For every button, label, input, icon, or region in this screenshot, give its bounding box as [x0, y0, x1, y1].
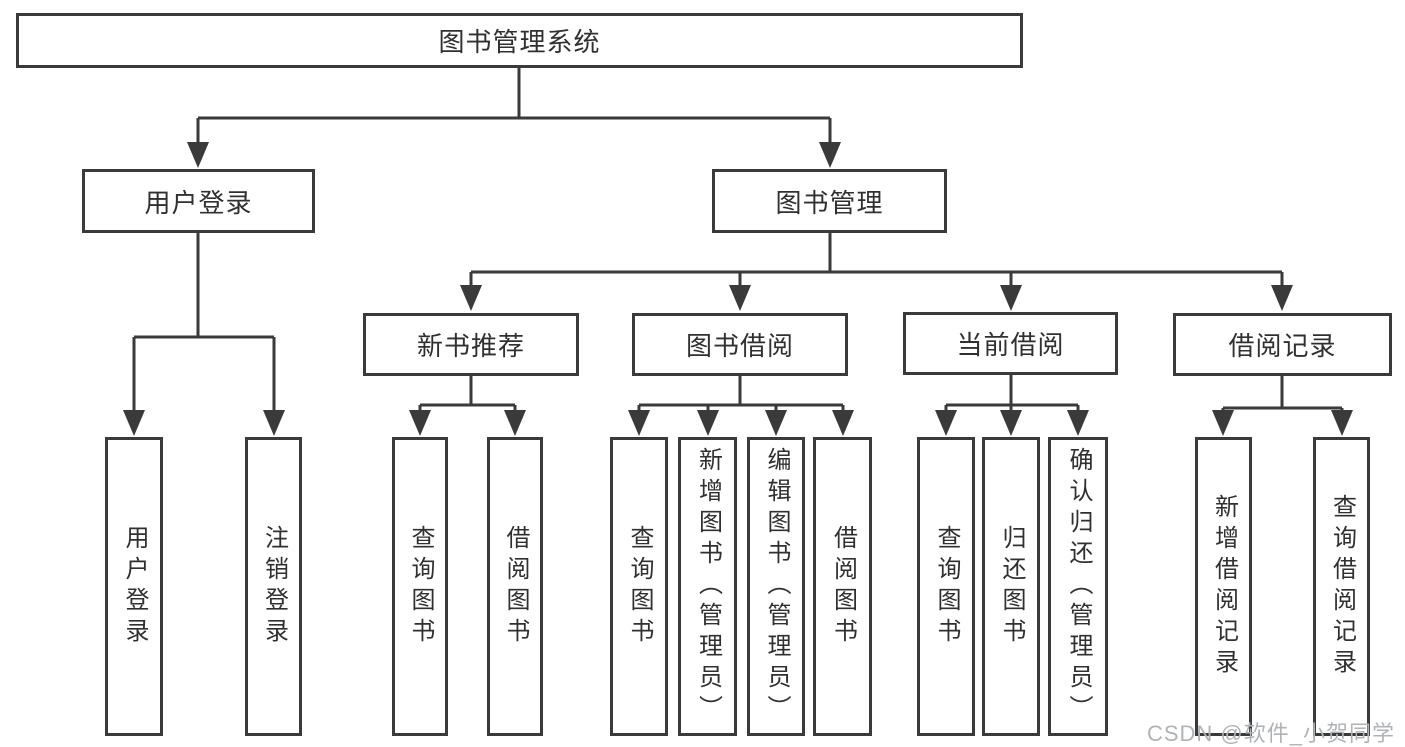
leaf-query-books-borrowing-label: 查询图书 — [626, 524, 653, 649]
leaf-query-borrow-record: 查询借阅记录 — [1313, 437, 1370, 736]
leaf-logout: 注销登录 — [245, 437, 302, 736]
node-current-borrowing: 当前借阅 — [903, 312, 1118, 375]
leaf-return-books: 归还图书 — [982, 437, 1040, 736]
leaf-return-books-label: 归还图书 — [998, 524, 1025, 649]
leaf-query-books-recommend-label: 查询图书 — [407, 524, 434, 649]
leaf-confirm-return-admin-label: 确认归还（管理员） — [1065, 447, 1092, 726]
node-borrowing-records-label: 借阅记录 — [1228, 331, 1337, 361]
leaf-query-books-current-label: 查询图书 — [933, 524, 960, 649]
leaf-add-books-admin-label: 新增图书（管理员） — [694, 447, 722, 726]
node-new-book-recommend: 新书推荐 — [363, 313, 579, 376]
node-library-system-label: 图书管理系统 — [438, 27, 601, 57]
leaf-borrow-books-recommend: 借阅图书 — [487, 437, 543, 736]
leaf-borrow-books-recommend-label: 借阅图书 — [502, 524, 529, 649]
csdn-watermark: CSDN @软件_小贺同学 — [1146, 721, 1395, 746]
leaf-edit-books-admin: 编辑图书（管理员） — [747, 437, 805, 736]
node-book-management-label: 图书管理 — [775, 187, 884, 218]
leaf-query-borrow-record-label: 查询借阅记录 — [1328, 493, 1356, 680]
leaf-borrow-books-borrowing: 借阅图书 — [813, 437, 872, 736]
leaf-borrow-books-borrowing-label: 借阅图书 — [829, 524, 857, 649]
leaf-add-borrow-record: 新增借阅记录 — [1195, 437, 1252, 736]
node-user-login-label: 用户登录 — [144, 187, 253, 218]
node-book-management: 图书管理 — [712, 169, 947, 233]
node-borrowing-records: 借阅记录 — [1173, 313, 1392, 376]
node-current-borrowing-label: 当前借阅 — [956, 330, 1065, 360]
node-user-login: 用户登录 — [82, 169, 315, 233]
leaf-query-books-borrowing: 查询图书 — [610, 437, 668, 736]
node-book-borrowing-label: 图书借阅 — [685, 331, 794, 361]
node-book-borrowing: 图书借阅 — [632, 313, 848, 376]
leaf-logout-label: 注销登录 — [260, 524, 288, 649]
leaf-edit-books-admin-label: 编辑图书（管理员） — [763, 447, 790, 726]
leaf-query-books-recommend: 查询图书 — [392, 437, 448, 736]
leaf-add-borrow-record-label: 新增借阅记录 — [1210, 493, 1238, 680]
node-new-book-recommend-label: 新书推荐 — [416, 331, 525, 361]
node-library-system: 图书管理系统 — [16, 13, 1023, 68]
leaf-user-login-label: 用户登录 — [121, 524, 148, 649]
leaf-user-login: 用户登录 — [105, 437, 163, 736]
leaf-add-books-admin: 新增图书（管理员） — [678, 437, 737, 736]
leaf-confirm-return-admin: 确认归还（管理员） — [1048, 437, 1108, 736]
leaf-query-books-current: 查询图书 — [917, 437, 975, 736]
